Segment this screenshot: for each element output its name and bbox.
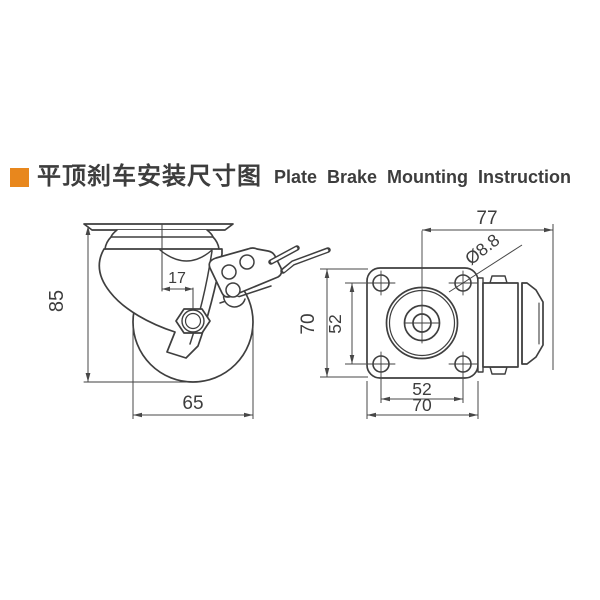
dim-65: 65: [132, 326, 254, 419]
dim-52v-label: 52: [325, 314, 345, 333]
dim-17-label: 17: [168, 270, 186, 287]
dim-77: 77: [422, 208, 554, 370]
side-swivel-housing-arc: [159, 249, 213, 262]
side-swivel-race-lower: [104, 236, 220, 250]
side-pedal-hole-3: [225, 282, 241, 298]
dim-85-label: 85: [46, 290, 68, 312]
orange-bullet-icon: [10, 168, 29, 187]
wheel-tab-top: [489, 275, 508, 284]
side-top-plate: [83, 223, 234, 231]
side-pedal-hole-2: [239, 254, 255, 270]
side-brake-lever-core: [270, 247, 298, 263]
dim-77-label: 77: [476, 208, 497, 229]
dim-52-vertical: 52: [325, 282, 366, 365]
caster-side-view: [83, 223, 300, 383]
dim-hole-diameter-label: Ø8.8: [461, 230, 503, 269]
top-wheel-profile: [477, 275, 544, 375]
dim-70h-label: 70: [412, 395, 432, 415]
caster-top-view: [280, 230, 544, 379]
dim-85: 85: [46, 226, 91, 382]
dim-70-horizontal: 70: [366, 381, 479, 419]
title-english: Plate Brake Mounting Instruction: [274, 167, 572, 187]
section-title: 平顶刹车安装尺寸图 Plate Brake Mounting Instructi…: [10, 164, 571, 190]
dim-70-vertical: 70: [298, 268, 368, 378]
side-axle-nut-ring-inner: [184, 312, 202, 330]
dim-52-horizontal: 52: [380, 376, 464, 403]
dim-17: 17: [162, 270, 193, 292]
dim-70v-label: 70: [298, 313, 319, 334]
title-chinese: 平顶刹车安装尺寸图: [37, 163, 262, 190]
side-view-dimensions: 85 17 65: [46, 226, 254, 419]
wheel-tab-bottom: [489, 366, 508, 375]
side-axle-nut: [175, 308, 211, 334]
wheel-tread-cap: [521, 282, 544, 365]
dim-65-label: 65: [182, 393, 203, 414]
dim-52h-label: 52: [412, 379, 431, 399]
side-axle-nut-ring-outer: [181, 309, 205, 333]
wheel-hub: [482, 282, 519, 368]
top-brake-lever-core: [282, 249, 329, 272]
side-pedal-hole-1: [221, 264, 237, 280]
